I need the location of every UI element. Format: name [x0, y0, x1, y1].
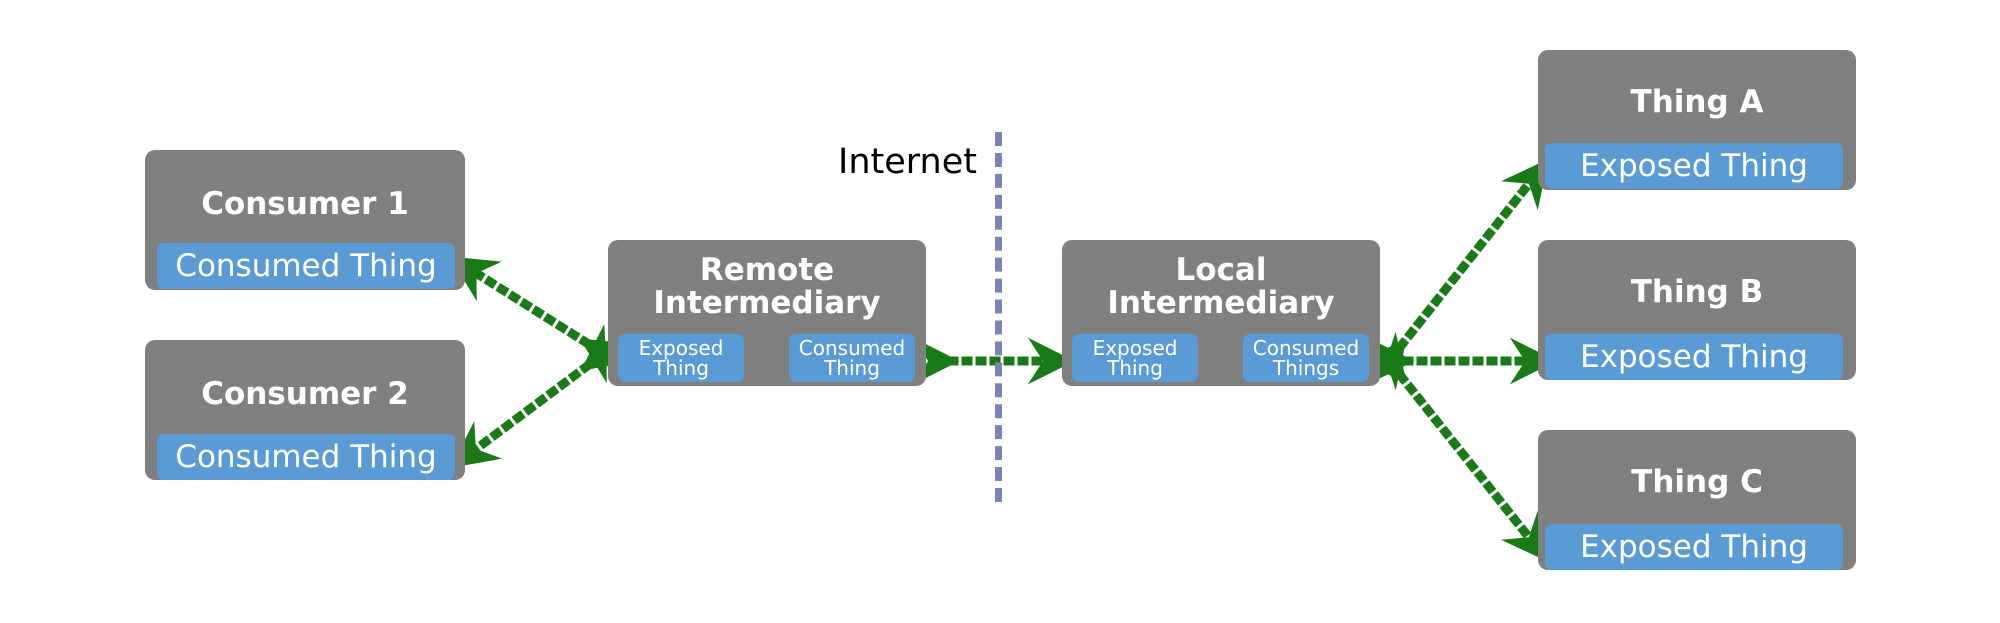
chip-remote-intermediary-exposed-thing[interactable]: Exposed Thing [618, 334, 744, 382]
node-local-intermediary-title: Local Intermediary [1062, 254, 1380, 319]
node-consumer-1-title: Consumer 1 [201, 186, 409, 222]
chip-local-intermediary-consumed-things[interactable]: Consumed Things [1243, 334, 1369, 382]
chip-local-exposed-line-1: Exposed [1092, 336, 1178, 360]
node-remote-intermediary-title-line-1: Remote [699, 252, 835, 288]
chip-thing-b-exposed-thing[interactable]: Exposed Thing [1545, 334, 1843, 380]
connector-consumer-2-remote-intermediary [450, 324, 633, 468]
chip-local-consumed-line-1: Consumed [1252, 336, 1360, 360]
chip-remote-exposed-line-2: Thing [653, 356, 709, 380]
node-thing-b-title: Thing B [1630, 274, 1764, 310]
internet-divider-line [995, 132, 1002, 502]
node-local-intermediary-title-line-1: Local [1175, 252, 1267, 288]
node-local-intermediary-title-line-2: Intermediary [1107, 284, 1335, 321]
chip-local-intermediary-exposed-thing[interactable]: Exposed Thing [1072, 334, 1198, 382]
chip-remote-consumed-line-2: Thing [824, 356, 880, 380]
node-thing-a-title: Thing A [1630, 84, 1764, 120]
chip-thing-a-exposed-thing[interactable]: Exposed Thing [1545, 143, 1843, 189]
internet-divider-label: Internet [838, 142, 977, 182]
node-remote-intermediary-title: Remote Intermediary [608, 254, 926, 319]
chip-thing-c-exposed-thing[interactable]: Exposed Thing [1545, 524, 1843, 570]
chip-consumer-2-consumed-thing[interactable]: Consumed Thing [157, 434, 455, 480]
connector-local-intermediary-thing-c [1359, 331, 1549, 562]
chip-local-exposed-line-2: Thing [1107, 356, 1163, 380]
chip-remote-intermediary-consumed-thing[interactable]: Consumed Thing [789, 334, 915, 382]
chip-local-consumed-line-2: Things [1272, 356, 1340, 380]
connector-local-intermediary-thing-a [1359, 159, 1549, 391]
chip-remote-consumed-line-1: Consumed [798, 336, 906, 360]
node-consumer-2-title: Consumer 2 [201, 376, 409, 412]
chip-consumer-1-consumed-thing[interactable]: Consumed Thing [157, 243, 455, 289]
node-thing-c-title: Thing C [1631, 464, 1763, 500]
connector-consumer-1-remote-intermediary [449, 256, 632, 384]
chip-remote-exposed-line-1: Exposed [638, 336, 724, 360]
node-remote-intermediary-title-line-2: Intermediary [653, 284, 881, 321]
